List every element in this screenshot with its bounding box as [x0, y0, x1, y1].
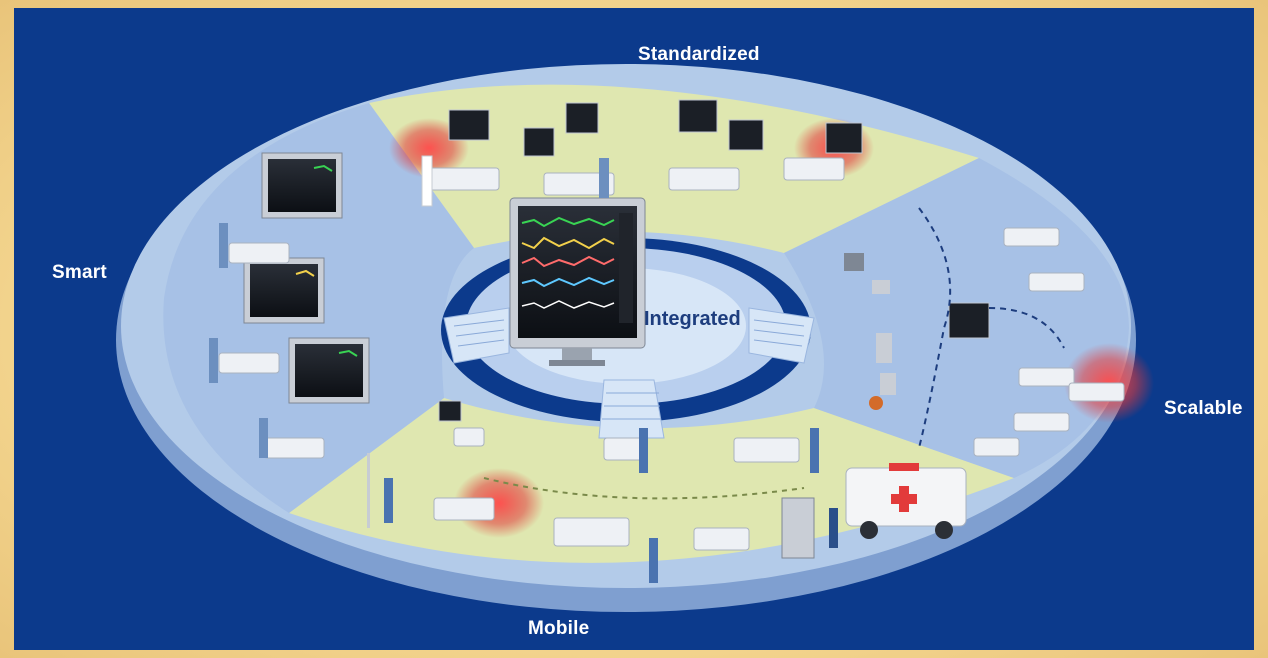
scalable-scene [844, 207, 1154, 457]
smart-scene [209, 152, 370, 459]
bridge-right [748, 307, 815, 364]
label-smart: Smart [52, 262, 107, 283]
integrated-care-ring-diagram [116, 64, 1154, 612]
label-mobile: Mobile [528, 618, 590, 639]
label-integrated: Integrated [644, 308, 741, 330]
label-standardized: Standardized [638, 44, 760, 65]
bridge-bottom [598, 379, 665, 439]
standardized-scene [389, 99, 874, 207]
central-monitor [509, 197, 646, 366]
bridge-left [443, 307, 510, 364]
mobile-scene [367, 400, 967, 583]
diagram-panel: Standardized Smart Scalable Mobile Integ… [14, 8, 1254, 650]
label-scalable: Scalable [1164, 398, 1243, 419]
